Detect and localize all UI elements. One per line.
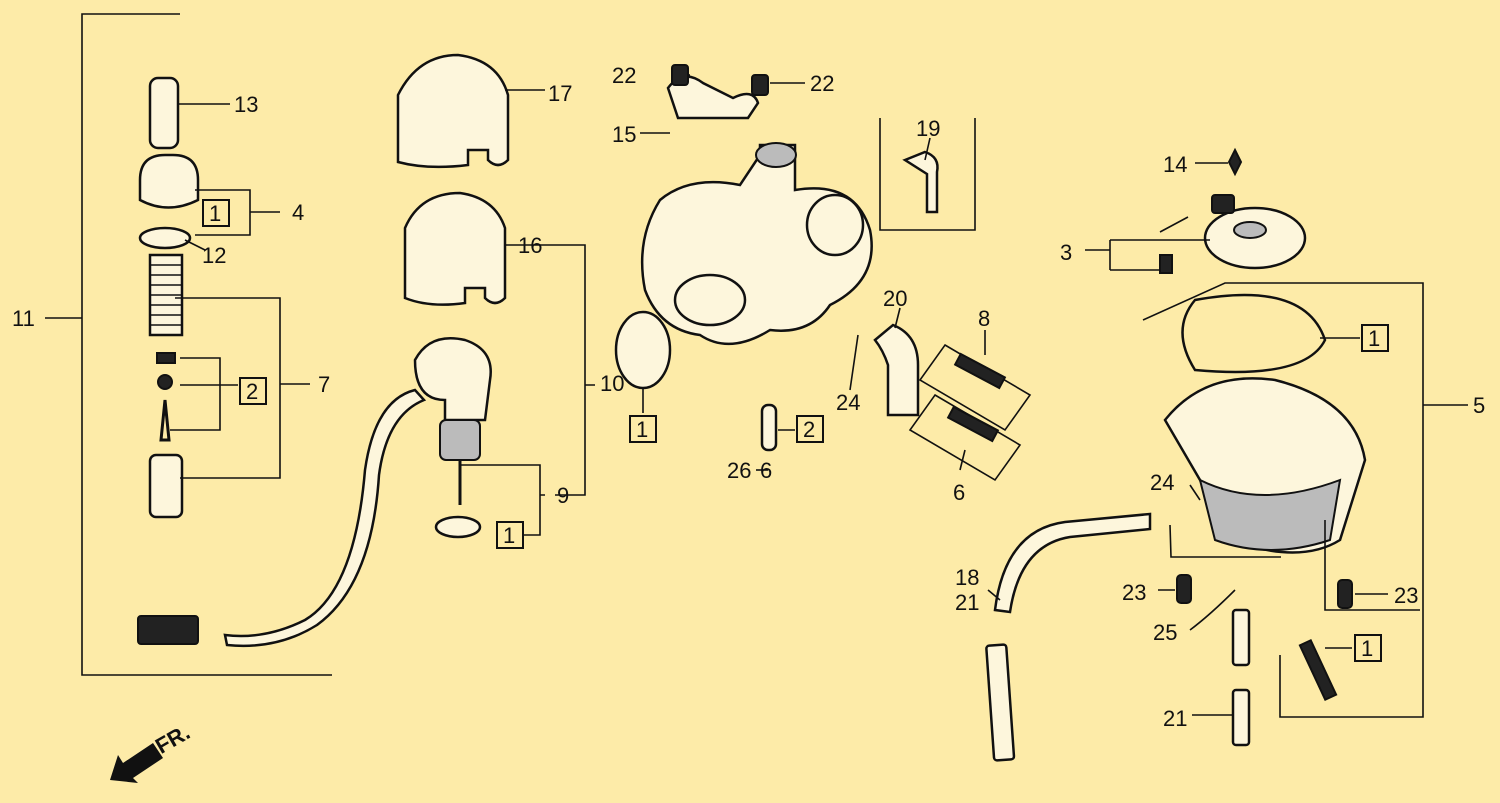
- callout: 6: [760, 458, 772, 483]
- callout-lines-left: [170, 103, 310, 479]
- kit-boxes: 1 2 1 1 2 1 1: [202, 199, 1389, 662]
- callout: 15: [612, 122, 636, 147]
- callout: 21: [955, 590, 979, 615]
- callout: 23: [1122, 580, 1146, 605]
- callout: 23: [1394, 583, 1418, 608]
- callout: 6: [953, 480, 965, 505]
- bracket-11: [45, 13, 332, 676]
- kit-box-label: 1: [1368, 326, 1380, 351]
- callout: 7: [318, 372, 330, 397]
- auto-choke-9: [137, 337, 545, 648]
- tube-25: [1231, 608, 1251, 667]
- callout: 19: [916, 116, 940, 141]
- hose-18: [993, 512, 1152, 614]
- jet-26: [760, 403, 778, 452]
- callout: 16: [518, 233, 542, 258]
- callout: 3: [1060, 240, 1072, 265]
- carburetor-body: [640, 64, 873, 346]
- callout: 9: [557, 483, 569, 508]
- callout: 13: [234, 92, 258, 117]
- callouts: 11 13 4 12 7 17 16 10 9 22 22 15 19 14 3…: [12, 63, 1485, 731]
- kit-box-label: 1: [209, 201, 221, 226]
- tube-21: [1231, 688, 1251, 747]
- screws-8-6: [908, 330, 1032, 482]
- callout: 22: [810, 71, 834, 96]
- callout: 11: [12, 306, 35, 331]
- tube-20: [873, 323, 920, 417]
- callout: 5: [1473, 393, 1485, 418]
- float-bowl-5: [1142, 282, 1468, 718]
- kit-box-label: 2: [803, 417, 815, 442]
- callout: 25: [1153, 620, 1177, 645]
- callout: 18: [955, 565, 979, 590]
- callout: 8: [978, 306, 990, 331]
- cover-17: [396, 53, 545, 169]
- callout: 12: [202, 243, 226, 268]
- choke-cover-3: [1085, 194, 1307, 274]
- front-direction-arrow: [110, 743, 163, 783]
- screw-23a: [1176, 574, 1192, 604]
- callout: 24: [1150, 470, 1174, 495]
- screw-23b: [1337, 579, 1353, 609]
- kit-box-label: 1: [1361, 636, 1373, 661]
- hose-21: [985, 643, 1016, 762]
- starter-valve-assembly: [138, 76, 200, 519]
- callout: 10: [600, 371, 624, 396]
- bracket-19: [879, 118, 976, 231]
- callout: 17: [548, 81, 572, 106]
- drain-screw: [1298, 638, 1338, 702]
- callout: 21: [1163, 706, 1187, 731]
- callout: 22: [612, 63, 636, 88]
- callout: 4: [292, 200, 304, 225]
- callout: 20: [883, 286, 907, 311]
- kit-box-label: 2: [246, 379, 258, 404]
- callout: 14: [1163, 152, 1187, 177]
- cover-16: [403, 191, 595, 496]
- kit-box-label: 1: [636, 417, 648, 442]
- screw-14: [1227, 147, 1243, 177]
- callout: 26: [727, 458, 751, 483]
- callout: 24: [836, 390, 860, 415]
- tube-19: [902, 150, 939, 214]
- kit-box-label: 1: [503, 523, 515, 548]
